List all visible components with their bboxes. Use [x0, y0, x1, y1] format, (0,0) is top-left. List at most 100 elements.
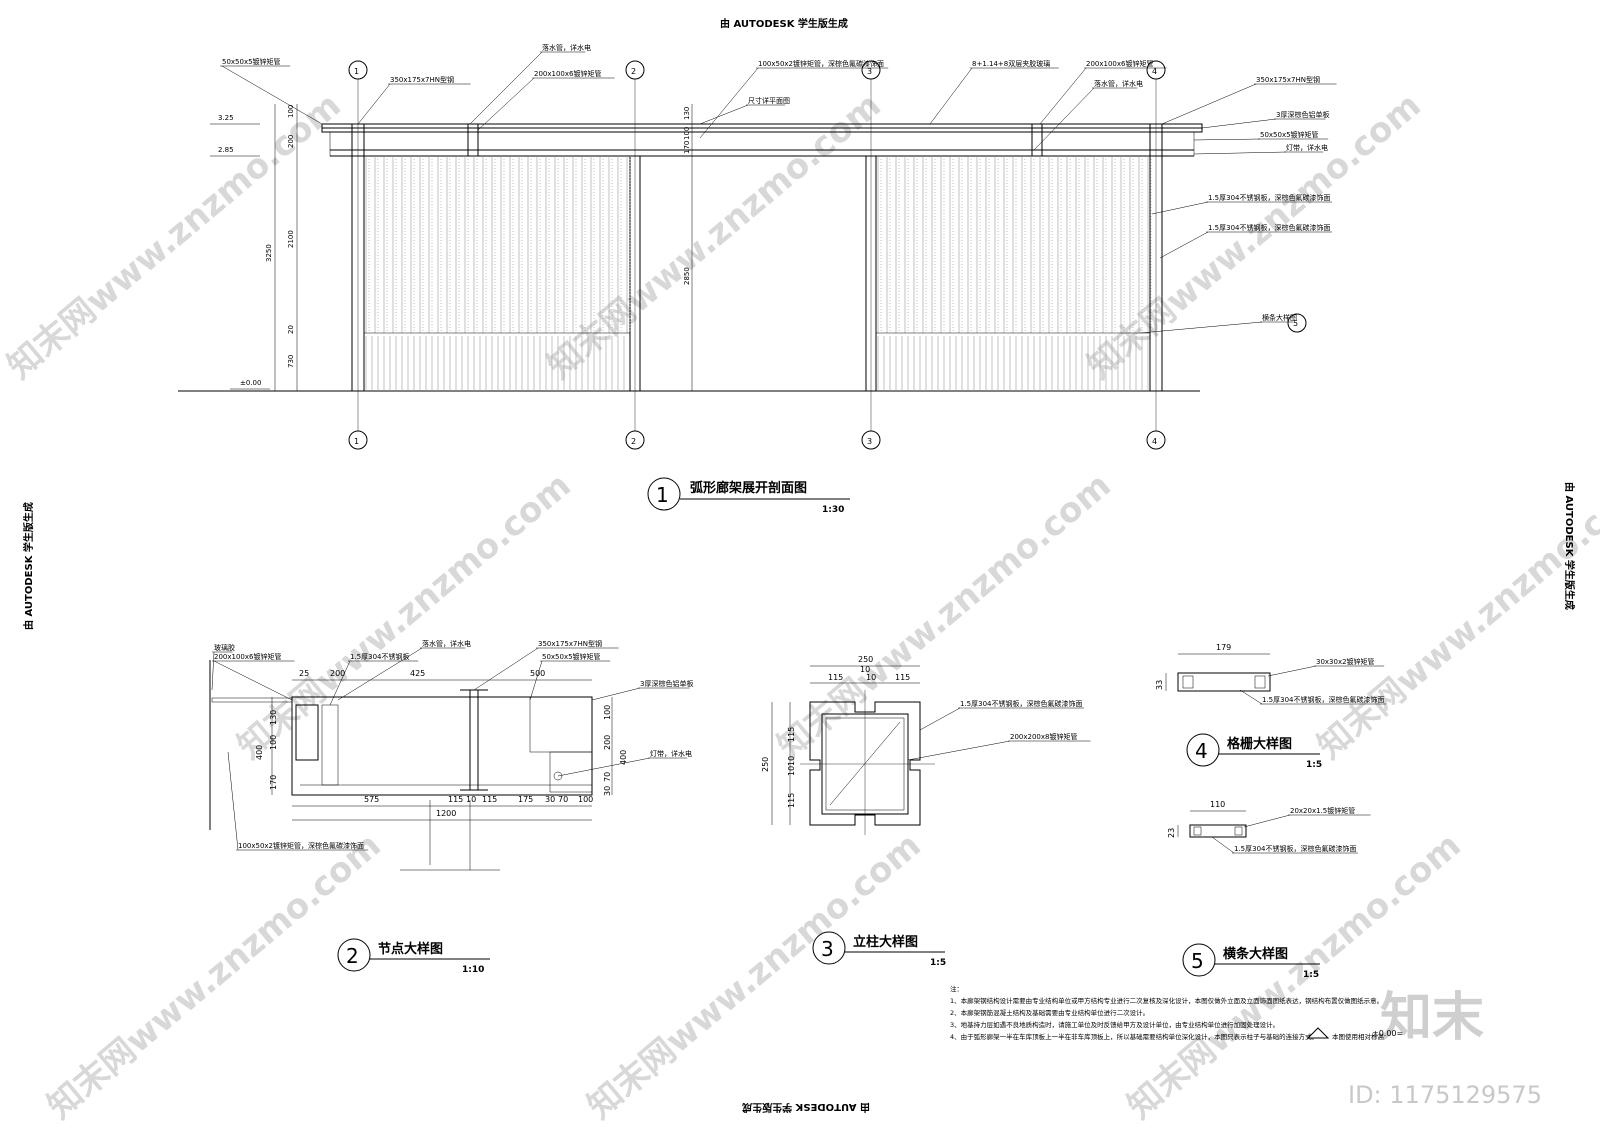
- dim-text: 10: [466, 795, 476, 804]
- dim-text: 20: [287, 325, 295, 334]
- svg-text:1: 1: [354, 67, 359, 76]
- dim-text: 10: [866, 673, 876, 682]
- dim-text: 100: [683, 127, 691, 140]
- leader-label: 玻璃胶: [214, 643, 235, 652]
- dim-text: 575: [364, 795, 379, 804]
- stamp-top: 由 AUTODESK 学生版生成: [720, 17, 848, 30]
- dim-text: 70: [558, 795, 568, 804]
- drawing-scale: 1:30: [822, 505, 844, 515]
- leader-label: 1.5厚304不锈钢板: [350, 652, 410, 661]
- drawing-title: 立柱大样图: [853, 934, 918, 950]
- watermark-text: 知末网www.znzmo.com: [1310, 465, 1600, 767]
- dim-text: 500: [530, 669, 545, 678]
- stamp-right: 由 AUTODESK 学生版生成: [1563, 482, 1576, 610]
- dim-text: 250: [858, 655, 873, 664]
- leader-label: 8+1.14+8双层夹胶玻璃: [972, 59, 1050, 68]
- title-bubble: [1186, 733, 1220, 767]
- drawing-5-strip-detail: 110 23 20x20x1.5镀锌矩管 1.5厚304不锈钢板，深棕色氟碳漆饰面…: [1167, 800, 1371, 980]
- leader-label: 落水管，详水电: [422, 639, 471, 648]
- note-item: 3、地基持力层如遇不良地质构造时，请施工单位及时反馈给甲方及设计单位，由专业结构…: [950, 1020, 1279, 1029]
- leader-label: 350x175x7HN型钢: [538, 639, 602, 648]
- dim-text: 23: [1167, 828, 1176, 838]
- svg-text:4: 4: [1152, 437, 1157, 446]
- title-number: 4: [1195, 739, 1208, 763]
- dim-text: 130: [269, 710, 278, 725]
- title-number: 1: [656, 483, 669, 507]
- leader-label: 350x175x7HN型钢: [390, 75, 454, 84]
- dim-text: 115: [828, 673, 843, 682]
- dim-text: 33: [1155, 680, 1164, 690]
- detail-ref-number: 5: [1293, 319, 1298, 328]
- leader-label: 落水管，详水电: [542, 43, 591, 52]
- level-note: 本图使用相对标高: [1332, 1032, 1385, 1041]
- dim-text: 115: [787, 793, 796, 808]
- dim-text: 30: [603, 786, 612, 796]
- leader-label: 100x50x2镀锌矩管，深棕色氟碳漆饰面: [238, 841, 364, 850]
- leader-label: 200x100x6镀锌矩管: [534, 69, 601, 78]
- dim-text: 110: [1210, 800, 1225, 809]
- leader-label: 3厚深棕色铝单板: [640, 679, 693, 688]
- dim-text: 2850: [683, 267, 691, 285]
- level-mark: ±0.00: [240, 379, 261, 387]
- watermark-id: ID: 1175129575: [1348, 1081, 1542, 1109]
- drawing-title: 横条大样图: [1223, 946, 1288, 962]
- watermark-text: 知末网www.znzmo.com: [580, 825, 929, 1127]
- svg-text:2: 2: [631, 67, 636, 76]
- title-number: 5: [1191, 949, 1204, 973]
- dim-text: 130: [683, 107, 691, 120]
- dim-text: 100: [603, 705, 612, 720]
- leader-label: 1.5厚304不锈钢板，深棕色氟碳漆饰面: [1208, 193, 1331, 202]
- dim-text: 170: [269, 775, 278, 790]
- dim-text: 3250: [265, 244, 273, 262]
- leader-label: 200x100x6镀锌矩管: [1086, 59, 1153, 68]
- title-bubble: [812, 931, 846, 965]
- note-item: 2、本廊架钢筋混凝土结构及基础需要由专业结构单位进行二次设计。: [950, 1008, 1149, 1017]
- level-mark: 2.85: [218, 146, 234, 154]
- watermark-text: 知末网www.znzmo.com: [40, 825, 389, 1127]
- level-datum: ±0.00=: [1372, 1029, 1403, 1038]
- leader-label: 落水管，详水电: [1094, 79, 1143, 88]
- dim-text: 115: [482, 795, 497, 804]
- dim-text: 100: [269, 735, 278, 750]
- leader-label: 灯带，详水电: [1286, 143, 1328, 152]
- leader-label: 尺寸详平面图: [748, 96, 790, 105]
- detail-ref-bubble: [1287, 313, 1307, 333]
- leader-label: 灯带，详水电: [650, 749, 692, 758]
- drawing-scale: 1:5: [1303, 970, 1319, 980]
- general-notes: 注： 1、本廊架钢结构设计需要由专业结构单位或甲方结构专业进行二次复核及深化设计…: [950, 984, 1403, 1041]
- leader-label: 横条大样图: [1262, 313, 1297, 322]
- dim-text: 10: [787, 756, 796, 766]
- drawing-scale: 1:5: [1306, 760, 1322, 770]
- svg-text:4: 4: [1152, 67, 1157, 76]
- leader-label: 1.5厚304不锈钢板，深棕色氟碳漆饰面: [1262, 695, 1385, 704]
- leader-label: 1.5厚304不锈钢板，深棕色氟碳漆饰面: [1234, 844, 1357, 853]
- watermark-logo: 知末: [1380, 988, 1484, 1048]
- dim-text: 70: [603, 772, 612, 782]
- svg-text:3: 3: [867, 437, 872, 446]
- leader-label: 20x20x1.5镀锌矩管: [1290, 806, 1355, 815]
- warning-triangle-icon: [1306, 1027, 1330, 1039]
- drawing-1-section: 1 1 2 2 3 3 4 4 3.25 2.85: [178, 43, 1337, 515]
- dim-text: 115: [448, 795, 463, 804]
- leader-label: 200x100x6镀锌矩管: [214, 652, 281, 661]
- watermark-layer: 知末网www.znzmo.com 知末网www.znzmo.com 知末网www…: [0, 85, 1600, 1127]
- dim-text: 100: [287, 105, 295, 118]
- note-item: 4、由于弧形廊架一半在车库顶板上一半在非车库顶板上，所以基础需要结构单位深化设计…: [950, 1032, 1318, 1041]
- leader-label: 50x50x5镀锌矩管: [222, 57, 281, 66]
- dim-text: 2100: [287, 230, 295, 248]
- dim-text: 30: [545, 795, 555, 804]
- watermark-text: 知末网www.znzmo.com: [230, 465, 579, 767]
- leader-label: 100x50x2镀锌矩管，深棕色氟碳漆饰面: [758, 59, 884, 68]
- leader-label: 1.5厚304不锈钢板，深棕色氟碳漆饰面: [1208, 223, 1331, 232]
- title-bubble: [337, 938, 371, 972]
- svg-text:2: 2: [631, 437, 636, 446]
- notes-heading: 注：: [950, 984, 963, 993]
- leader-label: 350x175x7HN型钢: [1256, 75, 1320, 84]
- drawing-title: 格栅大样图: [1227, 736, 1292, 752]
- drawing-scale: 1:10: [462, 965, 484, 975]
- dim-text: 200: [287, 135, 295, 148]
- drawing-2-node-detail: 25 200 425 500 130 100 400 170 100 200 4…: [209, 639, 693, 975]
